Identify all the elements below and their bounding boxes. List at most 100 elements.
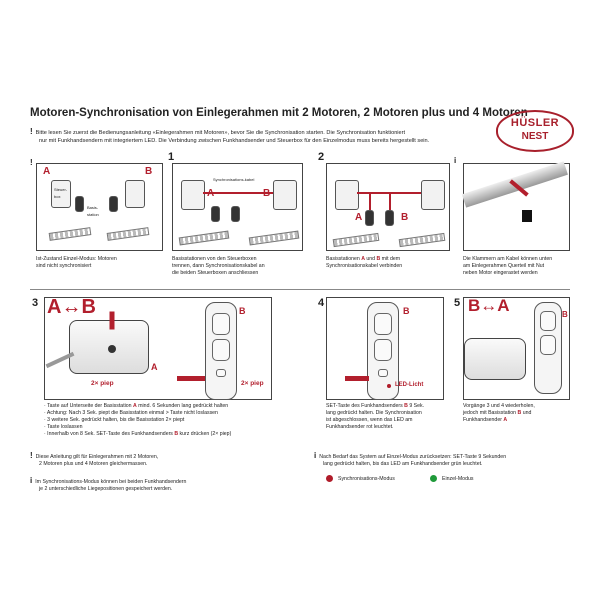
logo-line2: NEST bbox=[521, 131, 549, 142]
page-title: Motoren-Synchronisation von Einlegerahme… bbox=[30, 107, 528, 119]
panel-step-3: A↔B A 2× piep B 2× piep bbox=[44, 296, 272, 400]
legend-single: Einzel-Modus bbox=[430, 475, 473, 483]
bed-frame-b bbox=[248, 230, 300, 246]
beep-label-1: 2× piep bbox=[91, 380, 114, 387]
step-number-4: 4 bbox=[318, 297, 325, 309]
husler-nest-logo: HÜSLER NEST bbox=[496, 110, 574, 152]
divider bbox=[30, 289, 570, 290]
step3-instructions: · Taste auf Unterseite der Basisstation … bbox=[44, 403, 272, 438]
warning-icon: ! bbox=[30, 127, 33, 136]
control-box-b bbox=[125, 180, 145, 208]
label-b: B bbox=[403, 306, 410, 316]
control-box-label: Steuer-box bbox=[54, 187, 68, 199]
bed-frame-b bbox=[106, 227, 150, 241]
bed-frame-a bbox=[332, 232, 380, 248]
intro-text: !Bitte lesen Sie zuerst die Bedienungsan… bbox=[30, 128, 490, 145]
cable-drop-a bbox=[369, 192, 373, 210]
base-station-b bbox=[385, 210, 394, 226]
step-number-3: 3 bbox=[32, 297, 39, 309]
bed-frame-a bbox=[178, 230, 230, 246]
sync-cable bbox=[203, 192, 273, 194]
warning-icon: ! bbox=[30, 158, 33, 167]
press-arrow-remote bbox=[177, 376, 205, 381]
remote-a bbox=[534, 302, 562, 394]
control-box-b bbox=[421, 180, 445, 210]
info-icon: i bbox=[30, 476, 33, 485]
panel-clip-info bbox=[461, 161, 570, 251]
step-number-1: 1 bbox=[168, 151, 175, 163]
step-number-5: 5 bbox=[454, 297, 461, 309]
press-arrow bbox=[345, 376, 369, 381]
remote-b bbox=[205, 302, 237, 400]
press-arrow bbox=[109, 311, 115, 330]
control-box-b bbox=[273, 180, 297, 210]
step3-item: · 3 weitere Sek. gedrückt halten, bis di… bbox=[44, 417, 185, 423]
remote-b bbox=[367, 302, 399, 400]
cable-drop-b bbox=[389, 192, 393, 210]
cable-clip bbox=[522, 210, 532, 222]
panel-step-5: B↔A B bbox=[463, 296, 570, 400]
remote-button-up bbox=[212, 313, 230, 335]
green-dot-icon bbox=[430, 475, 437, 482]
base-station-b bbox=[464, 338, 526, 380]
info-icon: i bbox=[454, 156, 457, 165]
base-station-b bbox=[231, 206, 240, 222]
step4-instructions: SET-Taste des Funkhandsenders B 9 Sek. l… bbox=[326, 403, 425, 430]
label-b: B bbox=[239, 306, 246, 316]
label-a: A bbox=[355, 212, 363, 223]
set-button bbox=[378, 369, 388, 377]
warning-icon: ! bbox=[30, 451, 33, 460]
remote-button-up bbox=[374, 313, 392, 335]
label-b: B bbox=[562, 310, 568, 319]
swap-label: A↔B bbox=[47, 296, 96, 318]
sync-cable-label: Synchronisations-kabel bbox=[213, 177, 255, 182]
base-station-a bbox=[75, 196, 84, 212]
base-station-b bbox=[109, 196, 118, 212]
step3-item: · Achtung: Nach 3 Sek. piept die Basisst… bbox=[44, 410, 218, 416]
panel-step-4: B LED-Licht bbox=[326, 297, 444, 400]
bed-frame-a bbox=[48, 227, 92, 241]
legend-sync: Synchronisations-Modus bbox=[326, 475, 395, 483]
station-label: Basis-station bbox=[87, 205, 99, 217]
set-button bbox=[216, 369, 226, 377]
logo-line1: HÜSLER bbox=[510, 117, 560, 129]
base-station-a bbox=[365, 210, 374, 226]
beep-label-2: 2× piep bbox=[241, 380, 264, 387]
remote-button-down bbox=[540, 335, 556, 355]
panel-current-state: A B Steuer-box Basis-station bbox=[36, 163, 163, 251]
base-station-a bbox=[211, 206, 220, 222]
remote-button-up bbox=[540, 311, 556, 331]
control-box-a bbox=[51, 180, 71, 208]
station-button bbox=[108, 345, 116, 353]
label-b: B bbox=[263, 188, 271, 199]
label-a: A bbox=[207, 188, 215, 199]
red-dot-icon bbox=[326, 475, 333, 482]
label-a: A bbox=[151, 362, 158, 372]
note-applies: !Diese Anleitung gilt für Einlegerahmen … bbox=[30, 451, 159, 468]
control-box-a bbox=[335, 180, 359, 210]
label-a: A bbox=[43, 166, 51, 177]
base-station-a bbox=[69, 320, 149, 374]
step3-item: · Taste auf Unterseite der Basisstation … bbox=[44, 403, 229, 409]
step3-item: · Taste loslassen bbox=[44, 424, 83, 430]
led-dot bbox=[387, 384, 391, 388]
bed-frame-b bbox=[398, 232, 446, 248]
info-icon: i bbox=[314, 451, 317, 460]
step5-instructions: Vorgänge 3 und 4 wiederholen, jedoch mit… bbox=[463, 403, 535, 423]
panel-step-1: Synchronisations-kabel A B bbox=[172, 163, 303, 251]
remote-button-down bbox=[212, 339, 230, 361]
remote-button-down bbox=[374, 339, 392, 361]
panel-step-2: A B bbox=[326, 163, 450, 251]
label-b: B bbox=[145, 166, 153, 177]
swap-label: B↔A bbox=[468, 296, 510, 315]
control-box-a bbox=[181, 180, 205, 210]
step3-item: · Innerhalb von 8 Sek. SET-Taste des Fun… bbox=[44, 431, 232, 437]
step-number-2: 2 bbox=[318, 151, 325, 163]
label-b: B bbox=[401, 212, 409, 223]
